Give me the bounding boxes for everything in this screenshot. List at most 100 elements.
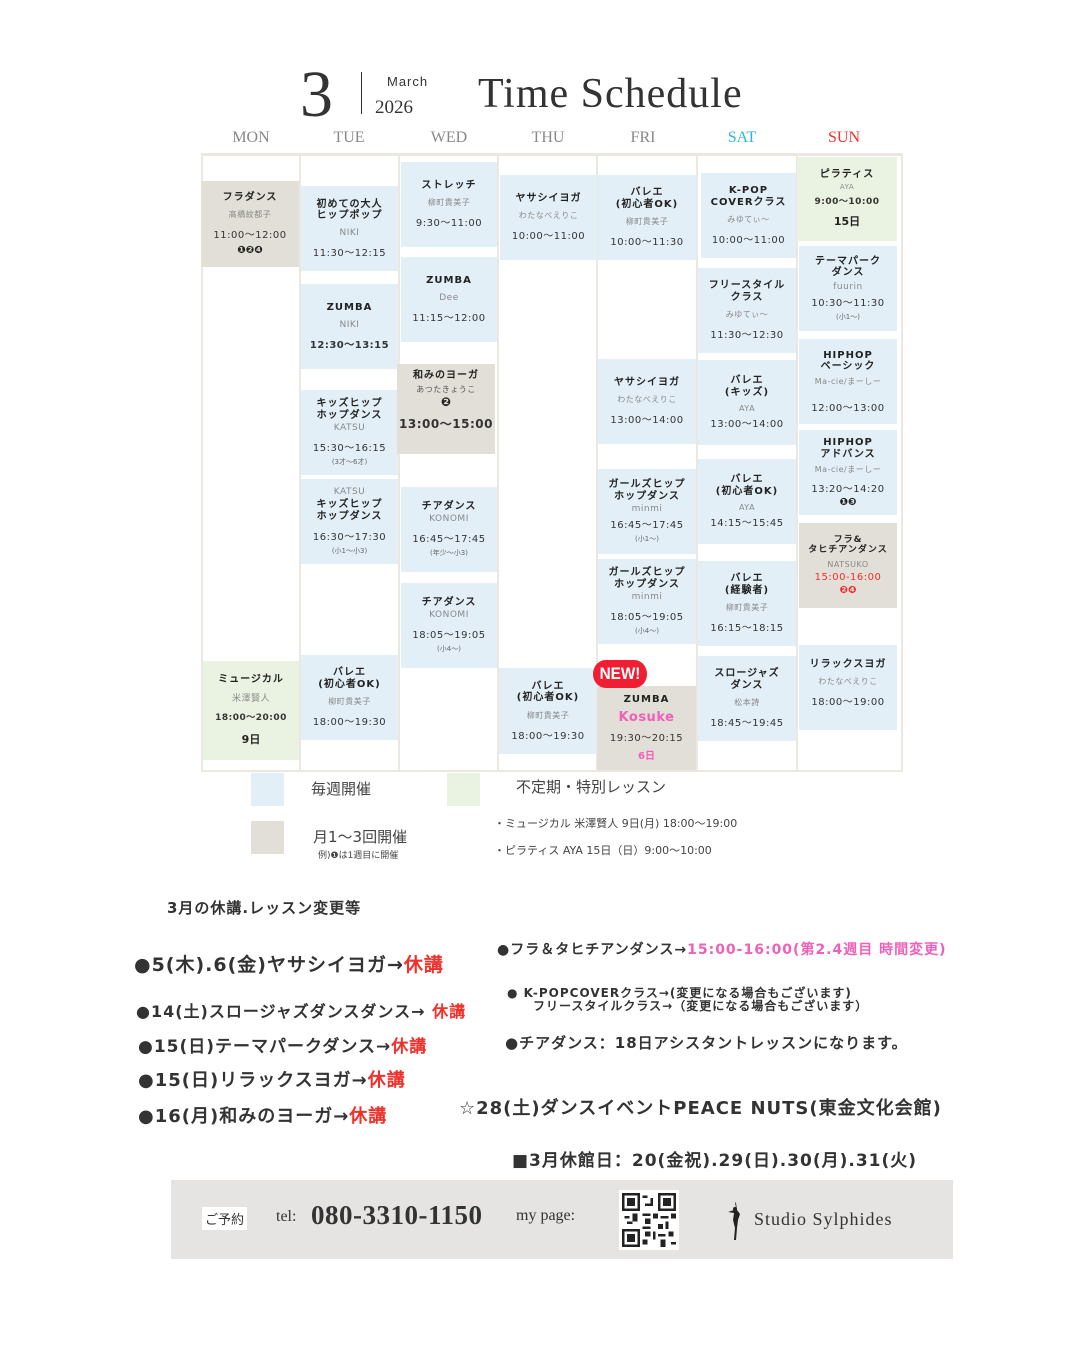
class-name: ミュージカル — [218, 673, 284, 685]
class-name: バレエ (初心者OK) — [715, 474, 779, 497]
class-time: 10:00〜11:00 — [511, 231, 586, 243]
legend-swatch-special — [447, 773, 480, 806]
legend-swatch-weekly — [251, 773, 284, 806]
class-time: 9:00〜10:00 — [814, 197, 880, 208]
class-teacher: KONOMI — [429, 514, 469, 525]
class-name: バレエ (経験者) — [724, 573, 770, 596]
class-name: 初めての大人 ヒップポップ — [316, 198, 383, 222]
column-divider — [299, 153, 301, 772]
cancel-label: 休講 — [349, 1106, 388, 1127]
class-card: スロージャズ ダンス 松本詩 18:45〜19:45 — [698, 656, 796, 741]
year: 2026 — [375, 97, 413, 118]
week-badge: ❶❷❹ — [237, 245, 263, 257]
legend-swatch-monthly — [251, 821, 284, 854]
class-card: バレエ (キッズ) AYA 13:00〜14:00 — [698, 360, 796, 445]
cancel-label: 休講 — [367, 1070, 406, 1091]
class-card: ガールズヒップ ホップダンス minmi 18:05〜19:05 (小4〜) — [598, 559, 696, 644]
class-name: ピラティス — [819, 168, 875, 180]
class-teacher: minmi — [631, 592, 663, 602]
class-name: ガールズヒップ ホップダンス — [608, 567, 686, 590]
new-badge: NEW! — [593, 660, 647, 688]
class-teacher: NIKI — [339, 227, 360, 238]
class-time: 19:30〜20:15 — [609, 732, 684, 744]
qr-code-icon[interactable] — [619, 1190, 679, 1250]
day-header-wed: WED — [430, 129, 468, 146]
class-time: 16:45〜17:45 — [412, 534, 486, 546]
notice-text: ●16(月)和みのヨーガ→ — [138, 1106, 350, 1127]
class-card: バレエ (初心者OK) AYA 14:15〜15:45 — [698, 459, 796, 544]
class-teacher: あつたきょうこ — [416, 384, 476, 394]
class-time: 9:30〜11:00 — [415, 218, 483, 230]
notice-text: ●15(日)リラックスヨガ→ — [138, 1070, 368, 1091]
class-card: ガールズヒップ ホップダンス minmi 16:45〜17:45 (小1〜) — [598, 469, 696, 554]
class-teacher: Kosuke — [618, 709, 675, 725]
class-time: 18:00〜19:30 — [511, 730, 585, 742]
class-date: 9日 — [241, 733, 261, 747]
class-card: フリースタイル クラス みゆてぃ〜 11:30〜12:30 — [698, 268, 796, 353]
page-title: Time Schedule — [478, 71, 743, 117]
class-teacher: KONOMI — [429, 610, 469, 621]
class-name: フラダンス — [222, 191, 278, 203]
class-name: HIPHOP ベーシック — [820, 349, 876, 373]
class-name: テーマパーク ダンス — [815, 255, 881, 279]
notice-text: ● K-POPCOVERクラス→(変更になる場合もございます) — [507, 986, 852, 1000]
reserve-label: ご予約 — [202, 1207, 248, 1230]
class-time: 18:00〜19:00 — [811, 696, 885, 708]
notice-closed-days: ■3月休館日：20(金祝).29(日).30(月).31(火) — [512, 1151, 918, 1171]
footer-bar — [171, 1180, 953, 1259]
class-time: 11:15〜12:00 — [412, 312, 486, 324]
class-name: リラックスヨガ — [809, 659, 887, 670]
class-card: ミュージカル 米澤賢人 18:00〜20:00 9日 — [203, 661, 299, 760]
class-teacher: minmi — [631, 504, 663, 514]
class-teacher: AYA — [738, 404, 756, 413]
day-header-tue: TUE — [333, 129, 365, 146]
class-card: バレエ (経験者) 柳町貴美子 16:15〜18:15 — [698, 561, 796, 646]
day-header-thu: THU — [531, 129, 565, 146]
legend-special-label: 不定期・特別レッスン — [516, 778, 667, 796]
class-card: 和みのヨーガ あつたきょうこ ❷ 13:00〜15:00 — [397, 364, 495, 454]
class-teacher: AYA — [738, 503, 756, 512]
day-header-mon: MON — [232, 129, 270, 146]
class-time: 11:00〜12:00 — [213, 230, 287, 242]
class-teacher: 柳町貴美子 — [526, 710, 570, 720]
class-card: チアダンス KONOMI 18:05〜19:05 (小4〜) — [401, 583, 497, 668]
notice-text: ●15(日)テーマパークダンス→ — [138, 1037, 392, 1057]
special-note: ・ピラティス AYA 15日（日）9:00〜10:00 — [494, 844, 712, 857]
age-note: (小4〜) — [635, 627, 659, 635]
class-date: 6日 — [638, 750, 655, 762]
class-card: ヤサシイヨガ わたなべえりこ 13:00〜14:00 — [598, 359, 696, 444]
special-note: ・ミュージカル 米澤賢人 9日(月) 18:00〜19:00 — [494, 817, 738, 830]
class-time: 13:00〜14:00 — [710, 419, 784, 430]
class-card: K-POP COVERクラス みゆてぃ〜 10:00〜11:00 — [701, 173, 796, 258]
notice-text: ●5(木).6(金)ヤサシイヨガ→ — [134, 954, 404, 976]
class-teacher: Ma-cie/まーしー — [814, 376, 882, 386]
notice-item: ●14(土)スロージャズダンスダンス→ 休講 — [136, 998, 466, 1022]
class-time: 18:00〜19:30 — [312, 717, 387, 728]
class-time: 13:20〜14:20 — [811, 484, 885, 495]
class-time: 18:00〜20:00 — [215, 713, 287, 724]
notice-item: ●16(月)和みのヨーガ→休講 — [138, 1102, 387, 1128]
class-teacher: 髙橋紋都子 — [228, 210, 272, 220]
phone-number[interactable]: 080-3310-1150 — [311, 1200, 483, 1230]
age-note: (小1〜) — [635, 535, 659, 543]
class-time: 10:30〜11:30 — [811, 297, 885, 309]
age-note: (小1〜小3) — [331, 547, 368, 555]
column-divider — [796, 153, 798, 772]
class-time: 16:45〜17:45 — [610, 520, 684, 531]
class-teacher: AYA — [839, 183, 855, 192]
class-card: バレエ (初心者OK) 柳町貴美子 18:00〜19:30 — [301, 655, 398, 740]
class-name: スロージャズ ダンス — [714, 668, 780, 691]
class-time: 12:30〜13:15 — [309, 339, 390, 351]
class-teacher: 柳町貴美子 — [625, 217, 669, 226]
legend-monthly-sub: 例)❶は1週目に開催 — [318, 851, 399, 861]
legend-weekly-label: 毎週開催 — [311, 780, 372, 798]
class-name: バレエ (初心者OK) — [516, 680, 580, 704]
class-time: 13:00〜14:00 — [610, 415, 684, 427]
class-card: ZUMBA Dee 11:15〜12:00 — [401, 257, 497, 342]
day-header-fri: FRI — [630, 129, 656, 146]
class-name: バレエ (初心者OK) — [318, 667, 381, 690]
class-name: ZUMBA — [426, 275, 472, 287]
class-name: バレエ (初心者OK) — [615, 187, 679, 210]
class-teacher: fuurin — [833, 281, 863, 292]
class-time: 13:00〜15:00 — [399, 416, 493, 431]
